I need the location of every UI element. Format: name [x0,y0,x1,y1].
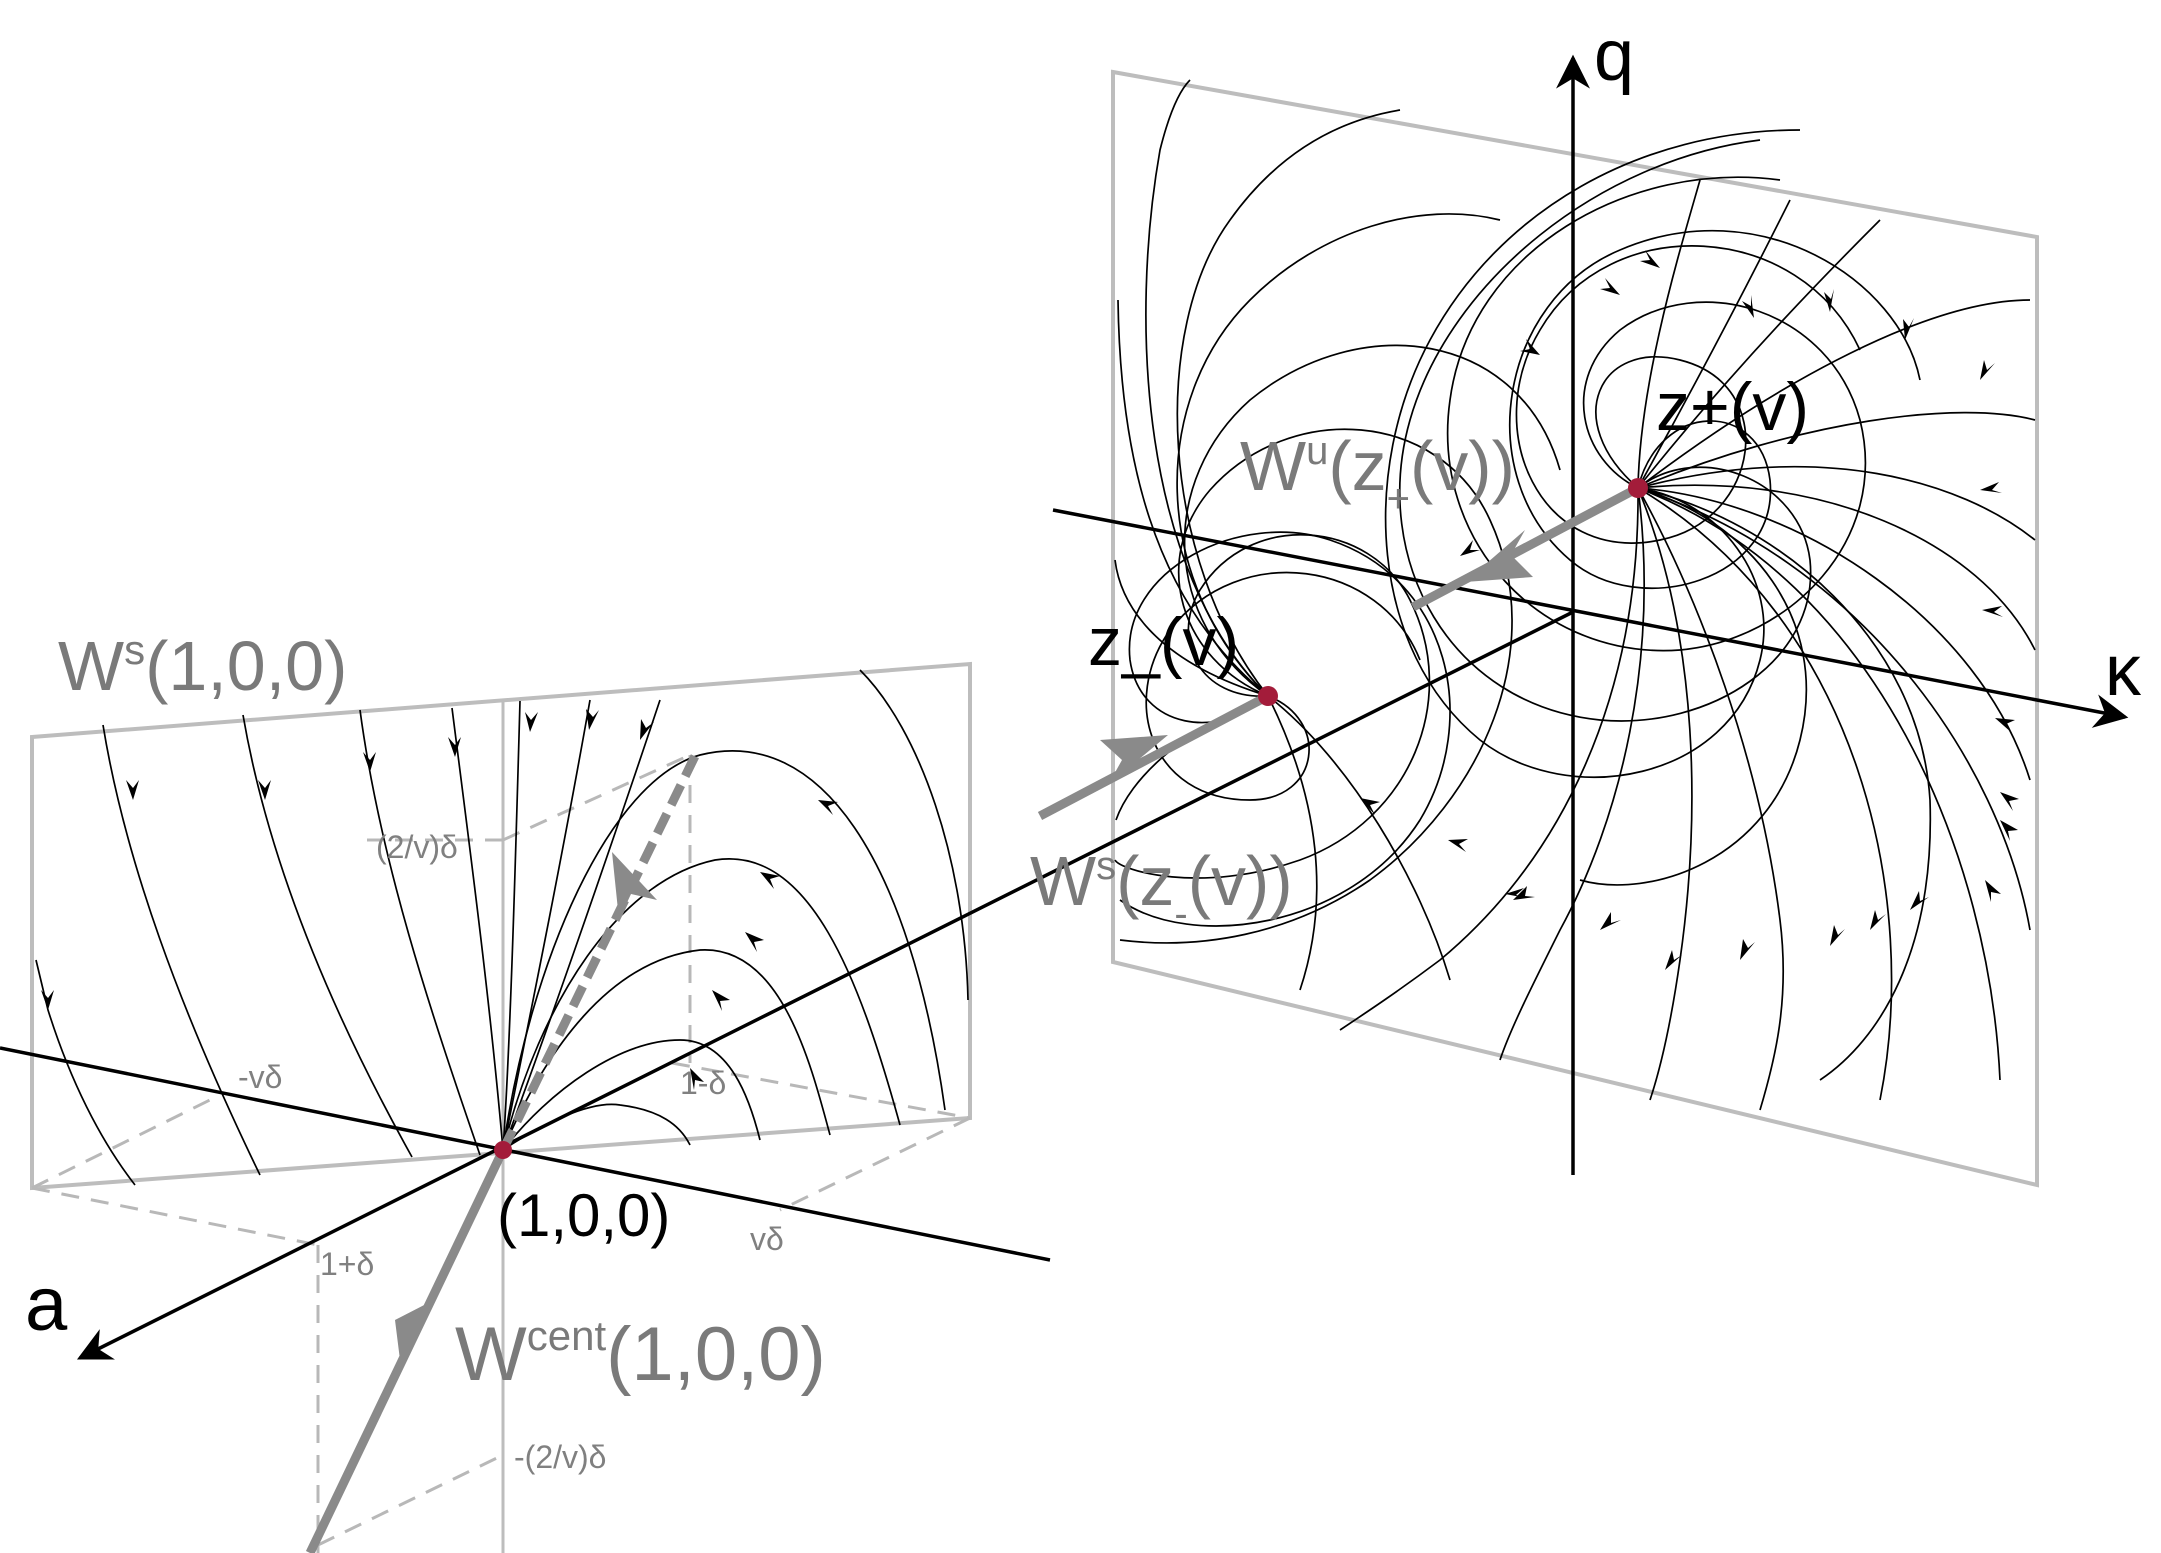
right-plane-outline [1111,69,2039,1188]
tick-minus-two-over-v-delta: -(2/v)δ [514,1439,606,1475]
right-plane-flow-arrows [1360,250,2019,970]
tick-one-plus-delta: 1+δ [320,1246,374,1282]
left-plane-outline [30,661,972,1191]
unstable-zplus-arrow [1410,484,1641,611]
a-axis-label: a [25,1262,68,1347]
q-axis-label: q [1594,16,1634,96]
equilibrium-origin [494,1141,512,1159]
ws-origin-label: Ws(1,0,0) [58,626,347,705]
equilibrium-z-minus [1258,686,1278,706]
stable-zminus-head [1100,735,1168,785]
left-plane-flow-arrows [41,709,838,1090]
tick-minus-v-delta: -vδ [238,1059,282,1095]
equilibrium-z-plus [1628,478,1648,498]
center-manifold-head [395,1302,430,1360]
wcent-origin-label: Wcent(1,0,0) [455,1312,826,1397]
dashed-manifold [498,750,702,1152]
kappa-axis-label: κ [2105,631,2142,711]
unstable-zplus-head [1465,530,1533,582]
axes [0,54,2129,1360]
kappa-axis [1052,508,2129,728]
ws-zminus-label: Ws(z-(v)) [1030,842,1293,936]
wu-zplus-label: Wu(z+(v)) [1240,427,1515,521]
tick-one-minus-delta: 1-δ [680,1065,726,1101]
center-manifold-arrow [305,1148,508,1553]
dashed-manifold-head [612,852,657,920]
right-plane-flow [1114,79,2036,1111]
a-axis [76,610,1574,1360]
right-plane [1111,69,2039,1188]
cross-axis-left [0,1046,1051,1262]
stable-zminus-arrow [1037,692,1271,820]
manifold-arrows [305,484,1641,1553]
z-minus-label: z_(v) [1088,604,1239,680]
tick-two-over-v-delta: (2/v)δ [376,829,458,865]
z-plus-label: z+(v) [1656,369,1809,445]
construction-lines [31,753,971,1553]
tick-v-delta: vδ [750,1221,784,1257]
origin-label: (1,0,0) [497,1182,670,1249]
equilibria [494,478,1648,1159]
